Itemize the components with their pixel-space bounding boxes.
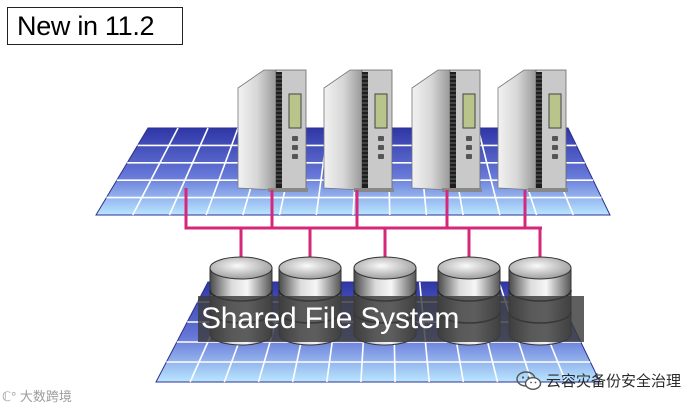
wechat-icon (516, 370, 542, 390)
grid-line (205, 127, 239, 216)
shared-file-system-label: Shared File System (198, 296, 584, 342)
grid-line (168, 127, 209, 216)
server-node (237, 69, 308, 192)
bus-line (184, 188, 542, 230)
watermark-right: 云容灾备份安全治理 (516, 370, 681, 391)
watermark-left-text: 大数跨境 (19, 389, 72, 404)
watermark-left: ℂ° 大数跨境 (2, 386, 72, 405)
interconnect-lines (184, 188, 542, 262)
server-nodes (237, 69, 568, 192)
server-node (497, 69, 568, 192)
watermark-right-text: 云容灾备份安全治理 (545, 373, 681, 390)
version-badge: New in 11.2 (7, 7, 183, 45)
grid-line (477, 127, 501, 216)
grid-line (132, 127, 179, 216)
server-node (323, 69, 394, 192)
logo-icon: ℂ° (2, 389, 20, 404)
server-node (411, 69, 482, 192)
